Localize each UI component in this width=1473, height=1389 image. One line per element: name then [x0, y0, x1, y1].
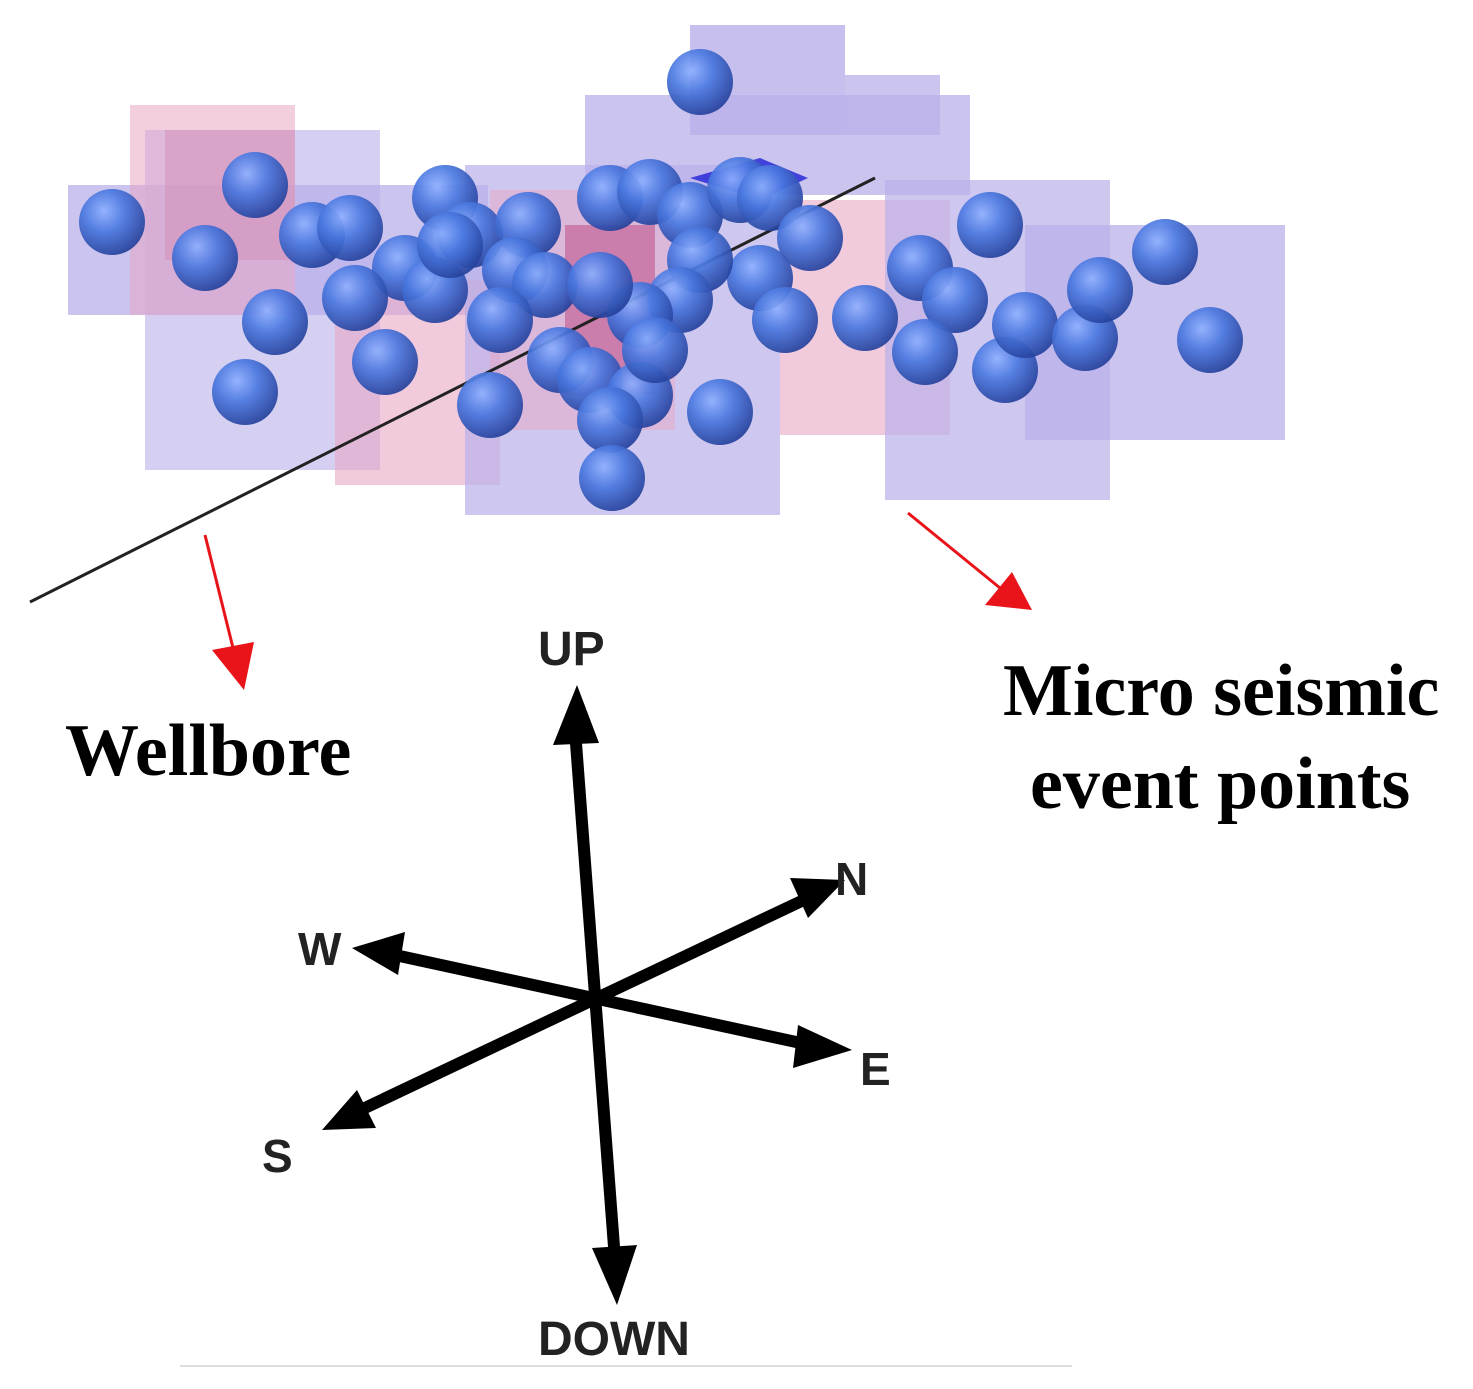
event-point [579, 445, 645, 511]
compass-label-down: DOWN [538, 1313, 690, 1366]
event-point [317, 195, 383, 261]
wellbore-pointer-arrow [203, 534, 238, 661]
event-point [992, 292, 1058, 358]
event-point [1067, 257, 1133, 323]
event-point [622, 317, 688, 383]
compass-label-south: S [262, 1130, 293, 1182]
event-point [567, 252, 633, 318]
compass-axis-we [389, 949, 816, 1051]
event-point [577, 387, 643, 453]
event-point [417, 212, 483, 278]
arrowhead-down [592, 1245, 637, 1305]
event-point [737, 165, 803, 231]
compass-label-west: W [298, 923, 342, 975]
orientation-compass: UP DOWN N S E W [262, 623, 891, 1366]
wellbore-pointer-arrowhead [212, 642, 254, 690]
compass-label-east: E [860, 1043, 891, 1095]
event-point [832, 285, 898, 351]
arrowhead-west [352, 932, 405, 975]
event-point [892, 319, 958, 385]
event-point [352, 329, 418, 395]
event-point [1132, 219, 1198, 285]
event-pointer-arrowhead [985, 572, 1032, 610]
event-point [242, 289, 308, 355]
event-point [457, 372, 523, 438]
event-point [957, 192, 1023, 258]
wellbore-line [29, 176, 876, 604]
event-point [922, 267, 988, 333]
arrowhead-south [322, 1090, 376, 1130]
event-point [222, 152, 288, 218]
event-point [667, 49, 733, 115]
compass-label-up: UP [538, 623, 605, 676]
micro-seismic-label-line2: event points [1030, 743, 1410, 825]
arrowhead-east [793, 1025, 852, 1068]
wellbore-label: Wellbore [65, 710, 351, 792]
event-point [752, 287, 818, 353]
arrowhead-north [790, 878, 845, 918]
event-point [322, 265, 388, 331]
event-point [212, 359, 278, 425]
arrowhead-up [553, 685, 599, 745]
event-point [777, 205, 843, 271]
event-pointer-arrow [907, 511, 1001, 590]
event-point [687, 379, 753, 445]
event-point [172, 225, 238, 291]
event-point [467, 287, 533, 353]
event-points [79, 49, 1243, 511]
compass-axis-ns [344, 892, 814, 1121]
event-point [512, 252, 578, 318]
compass-label-north: N [835, 853, 868, 905]
event-point [1177, 307, 1243, 373]
fracture-zone [845, 75, 940, 135]
event-point [79, 189, 145, 255]
micro-seismic-label-line1: Micro seismic [1003, 650, 1439, 732]
pointer-arrows [203, 511, 1032, 690]
